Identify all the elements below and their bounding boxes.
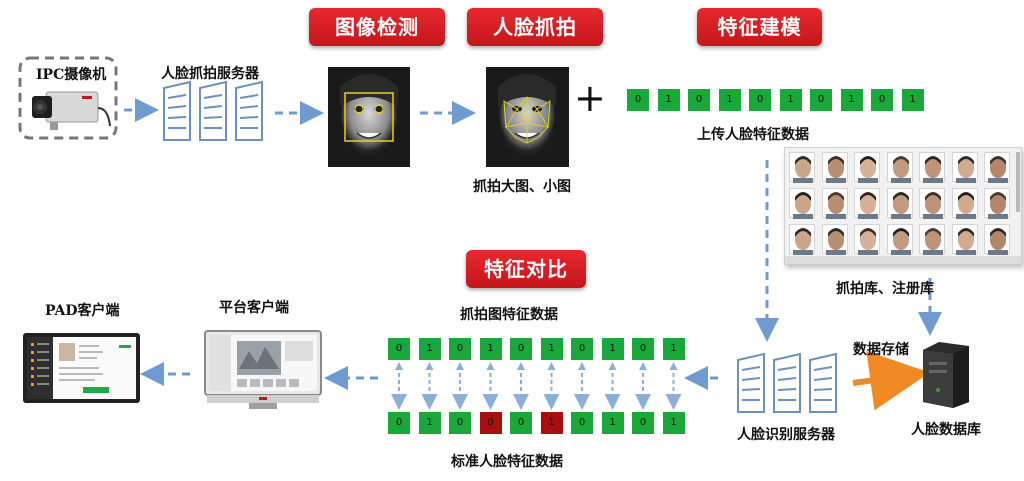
feature-bit-top-8: 0 <box>871 89 893 111</box>
face-thumbnail[interactable] <box>984 188 1010 219</box>
feature-bit-top-0: 0 <box>627 89 649 111</box>
pad-client-caption: PAD客户端 <box>45 303 120 319</box>
feature-bit-standard-9: 1 <box>662 412 685 434</box>
face-thumbnail[interactable] <box>854 152 880 183</box>
feature-bit-top-7: 1 <box>840 89 863 111</box>
label-image-detection: 图像检测 <box>309 8 445 46</box>
capture-server-caption: 人脸抓拍服务器 <box>161 66 259 82</box>
face-thumbnail[interactable] <box>951 152 978 183</box>
face-thumbnail[interactable] <box>821 188 848 219</box>
compare-arrow-head-up <box>578 362 586 370</box>
face-thumbnail[interactable] <box>821 224 848 255</box>
compare-arrow-head-up <box>608 362 617 370</box>
feature-bit-standard-7: 1 <box>601 412 624 434</box>
feature-bit-capture-1: 1 <box>418 338 441 360</box>
feature-bit-standard-1: 1 <box>418 412 441 434</box>
face-library-panel <box>784 147 1022 265</box>
plus-sign: + <box>574 76 606 120</box>
compare-arrow-head-up <box>456 362 464 370</box>
face-thumbnail[interactable] <box>821 152 848 183</box>
feature-bit-top-9: 1 <box>901 89 924 111</box>
platform-client-monitor <box>204 330 322 409</box>
feature-bit-capture-4: 0 <box>510 338 532 360</box>
capture-feature-data-caption: 抓拍图特征数据 <box>460 307 558 323</box>
face-database-caption: 人脸数据库 <box>911 422 981 438</box>
face-thumbnail[interactable] <box>886 224 913 255</box>
face-thumbnail[interactable] <box>886 188 913 219</box>
feature-bit-capture-5: 1 <box>540 338 563 360</box>
face-thumbnail[interactable] <box>789 152 815 183</box>
face-thumbnail[interactable] <box>951 188 978 219</box>
feature-bit-capture-2: 0 <box>449 338 471 360</box>
recognition-server-icon <box>737 352 837 413</box>
ipc-camera-caption: IPC摄像机 <box>36 67 107 83</box>
captured-face-photo <box>486 67 569 167</box>
feature-bit-standard-0: 0 <box>388 412 410 434</box>
feature-bit-standard-6: 0 <box>571 412 593 434</box>
feature-bit-standard-5: 1 <box>540 412 563 434</box>
platform-client-caption: 平台客户端 <box>219 300 289 316</box>
feature-bit-capture-0: 0 <box>388 338 410 360</box>
capture-images-caption: 抓拍大图、小图 <box>473 179 571 195</box>
ipc-camera-icon <box>18 56 118 140</box>
detected-face-photo <box>328 67 410 167</box>
label-face-capture: 人脸抓拍 <box>467 8 603 46</box>
face-thumbnail[interactable] <box>919 152 945 183</box>
face-grid <box>789 152 1015 256</box>
feature-bit-capture-8: 0 <box>632 338 654 360</box>
compare-arrow-head-up <box>517 362 525 370</box>
face-thumbnail[interactable] <box>854 188 880 219</box>
feature-bit-capture-9: 1 <box>662 338 685 360</box>
compare-arrow-head-up <box>425 362 434 370</box>
face-thumbnail[interactable] <box>789 188 815 219</box>
feature-bit-standard-2: 0 <box>449 412 471 434</box>
capture-server-icon <box>163 80 263 141</box>
feature-bit-top-4: 0 <box>749 89 771 111</box>
face-thumbnail[interactable] <box>886 152 913 183</box>
face-thumbnail[interactable] <box>919 188 945 219</box>
recognition-server-caption: 人脸识别服务器 <box>737 427 835 443</box>
face-database-icon <box>923 342 969 408</box>
face-thumbnail[interactable] <box>951 224 978 255</box>
feature-bit-standard-8: 0 <box>632 412 654 434</box>
standard-feature-data-caption: 标准人脸特征数据 <box>451 454 563 470</box>
face-thumbnail[interactable] <box>984 152 1010 183</box>
pad-client-tablet <box>23 333 140 403</box>
feature-bit-top-6: 0 <box>810 89 832 111</box>
feature-bit-capture-7: 1 <box>601 338 624 360</box>
feature-bit-top-3: 1 <box>718 89 741 111</box>
face-thumbnail[interactable] <box>919 224 945 255</box>
feature-bit-top-1: 1 <box>657 89 680 111</box>
compare-arrow-head-up <box>669 362 678 370</box>
face-thumbnail[interactable] <box>854 224 880 255</box>
capture-library-caption: 抓拍库、注册库 <box>836 281 934 297</box>
upload-features-caption: 上传人脸特征数据 <box>697 127 809 143</box>
compare-arrow-head-up <box>639 362 647 370</box>
library-scrollbar[interactable] <box>1016 152 1020 212</box>
compare-arrow-head-up <box>395 362 403 370</box>
compare-arrow-head-up <box>486 362 495 370</box>
face-thumbnail[interactable] <box>789 224 815 255</box>
feature-bit-top-5: 1 <box>779 89 802 111</box>
compare-arrow-head-up <box>547 362 556 370</box>
feature-bit-standard-4: 0 <box>510 412 532 434</box>
data-storage-caption: 数据存储 <box>853 342 909 358</box>
label-feature-modeling: 特征建模 <box>697 8 822 46</box>
label-feature-compare: 特征对比 <box>466 250 586 288</box>
feature-bit-capture-3: 1 <box>479 338 502 360</box>
feature-bit-top-2: 0 <box>688 89 710 111</box>
feature-bit-capture-6: 0 <box>571 338 593 360</box>
face-thumbnail[interactable] <box>984 224 1010 255</box>
feature-bit-standard-3: 0 <box>479 412 502 434</box>
library-footer-bar <box>785 256 1021 264</box>
